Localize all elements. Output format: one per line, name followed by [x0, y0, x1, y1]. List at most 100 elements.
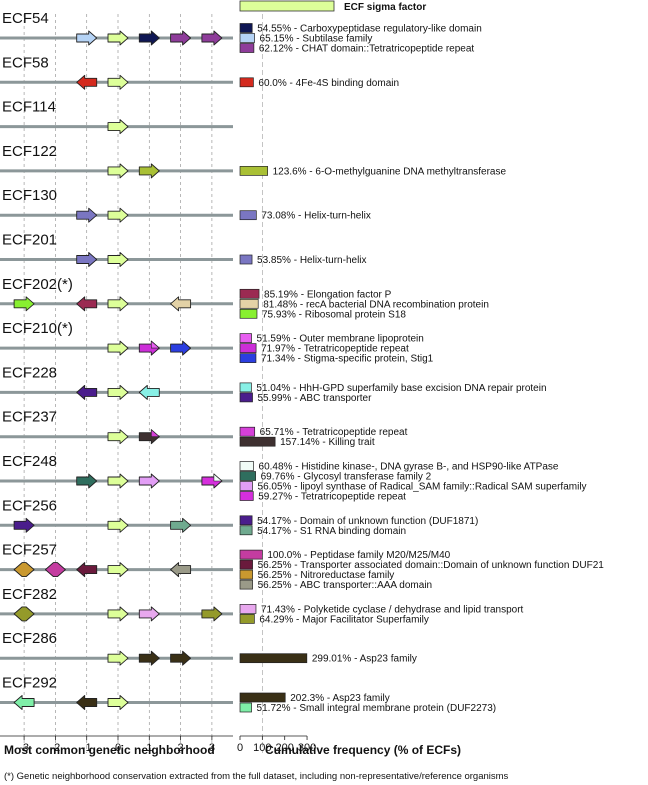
gene-arrow — [76, 74, 98, 90]
neighborhood-tick-label: 0 — [115, 742, 121, 754]
gene-arrow — [76, 252, 98, 267]
neighborhood-tick-label: 1 — [146, 742, 152, 754]
gene-arrow — [138, 30, 160, 46]
frequency-bar — [239, 333, 252, 343]
gene-arrow — [76, 384, 98, 400]
gene-arrow — [107, 296, 129, 312]
family-label: ECF292 — [2, 675, 57, 692]
family-row: ECF228 51.04% - HhH-GPD superfamily base … — [0, 364, 547, 404]
frequency-bar — [239, 43, 255, 53]
frequency-bar — [239, 491, 254, 501]
gene-arrow — [107, 562, 129, 578]
frequency-bar — [239, 23, 253, 33]
bar-label: 71.97% - Tetratricopeptide repeat — [261, 344, 409, 355]
frequency-bar — [239, 702, 252, 713]
frequency-bar — [239, 210, 257, 221]
frequency-bar — [239, 525, 253, 536]
family-label: ECF210(*) — [2, 320, 73, 337]
frequency-bar — [239, 436, 276, 447]
frequency-bar — [239, 653, 308, 664]
frequency-bar — [239, 559, 253, 570]
bar-label: 81.48% - recA bacterial DNA recombinatio… — [263, 299, 489, 310]
bar-label: 71.43% - Polyketide cyclase / dehydrase … — [261, 604, 524, 615]
family-label: ECF256 — [2, 497, 57, 514]
bar-label: 53.85% - Helix-turn-helix — [257, 255, 367, 266]
gene-arrow — [138, 650, 160, 666]
gene-arrow — [76, 473, 98, 489]
bar-label: 64.29% - Major Facilitator Superfamily — [259, 614, 429, 625]
bar-label: 56.05% - lipoyl synthase of Radical_SAM … — [258, 482, 587, 493]
family-label: ECF114 — [2, 99, 56, 116]
frequency-bar — [239, 515, 253, 526]
bar-label: 60.48% - Histidine kinase-, DNA gyrase B… — [259, 462, 559, 473]
frequency-bar — [239, 166, 268, 176]
frequency-bar — [239, 549, 263, 560]
bar-label: 299.01% - Asp23 family — [312, 654, 417, 665]
gene-arrow — [76, 695, 98, 710]
family-row: ECF114 — [0, 99, 233, 135]
frequency-bar — [239, 569, 253, 580]
family-row: ECF202(*)85.19% - Elongation factor P81.… — [0, 276, 489, 320]
gene-arrow — [13, 517, 35, 533]
family-label: ECF237 — [2, 409, 57, 426]
neighborhood-axis-title: Most common genetic neighborhood — [4, 743, 215, 757]
frequency-bar — [239, 382, 252, 393]
frequency-tick-label: 300 — [298, 742, 316, 754]
bar-label: 51.04% - HhH-GPD superfamily base excisi… — [256, 383, 546, 394]
gene-arrow — [76, 30, 98, 46]
gene-arrow — [107, 163, 129, 179]
family-label: ECF228 — [2, 364, 57, 381]
frequency-bar — [239, 298, 259, 309]
frequency-bar — [239, 288, 260, 299]
bar-label: 69.76% - Glycosyl transferase family 2 — [261, 472, 432, 483]
family-row: ECF248 60.48% - Histidine kinase-, DNA gy… — [0, 453, 587, 503]
bar-label: 56.25% - ABC transporter::AAA domain — [258, 580, 433, 591]
neighborhood-tick-label: -1 — [82, 742, 92, 754]
gene-arrow — [107, 473, 129, 489]
gene-arrow — [170, 650, 192, 666]
family-row: ECF210(*) 51.59% - Outer membrane lipopro… — [0, 320, 434, 365]
bar-label: 85.19% - Elongation factor P — [264, 289, 392, 300]
gene-arrow — [201, 606, 223, 622]
gene-arrow — [138, 163, 160, 179]
frequency-bar — [239, 461, 254, 471]
gene-arrow-split — [213, 473, 223, 482]
frequency-bar — [239, 692, 286, 703]
gene-arrow — [76, 207, 98, 223]
bar-label: 202.3% - Asp23 family — [290, 693, 390, 704]
gene-arrow-split — [151, 340, 161, 349]
family-label: ECF248 — [2, 453, 57, 470]
bar-label: 54.17% - Domain of unknown function (DUF… — [257, 516, 478, 527]
frequency-bar — [239, 392, 253, 403]
footnote: (*) Genetic neighborhood conservation ex… — [4, 771, 509, 782]
bar-label: 62.12% - CHAT domain::Tetratricopeptide … — [259, 44, 475, 55]
gene-arrow — [13, 562, 35, 578]
neighborhood-tick-label: 3 — [209, 742, 215, 754]
legend-label: ECF sigma factor — [344, 2, 426, 13]
family-label: ECF257 — [2, 542, 57, 559]
family-row: ECF282 71.43% - Polyketide cyclase / dehy… — [0, 586, 524, 625]
frequency-tick-label: 0 — [237, 742, 243, 754]
frequency-bar — [239, 604, 257, 614]
bar-label: 75.93% - Ribosomal protein S18 — [262, 309, 406, 320]
gene-arrow — [170, 517, 192, 533]
family-row: ECF256 54.17% - Domain of unknown functio… — [0, 497, 478, 537]
frequency-bar — [239, 308, 258, 319]
legend-swatch — [239, 0, 335, 12]
family-label: ECF282 — [2, 586, 57, 603]
frequency-bar — [239, 614, 255, 624]
gene-arrow — [107, 650, 129, 666]
bar-label: 51.72% - Small integral membrane protein… — [257, 703, 497, 714]
frequency-bar — [239, 254, 253, 265]
gene-arrow — [107, 429, 129, 445]
gene-arrow — [138, 473, 160, 489]
bar-label: 51.59% - Outer membrane lipoprotein — [257, 334, 424, 345]
bar-label: 71.34% - Stigma-specific protein, Stig1 — [261, 354, 434, 365]
bar-label: 100.0% - Peptidase family M20/M25/M40 — [267, 550, 450, 561]
gene-arrow — [107, 384, 129, 400]
frequency-bar — [239, 579, 253, 590]
